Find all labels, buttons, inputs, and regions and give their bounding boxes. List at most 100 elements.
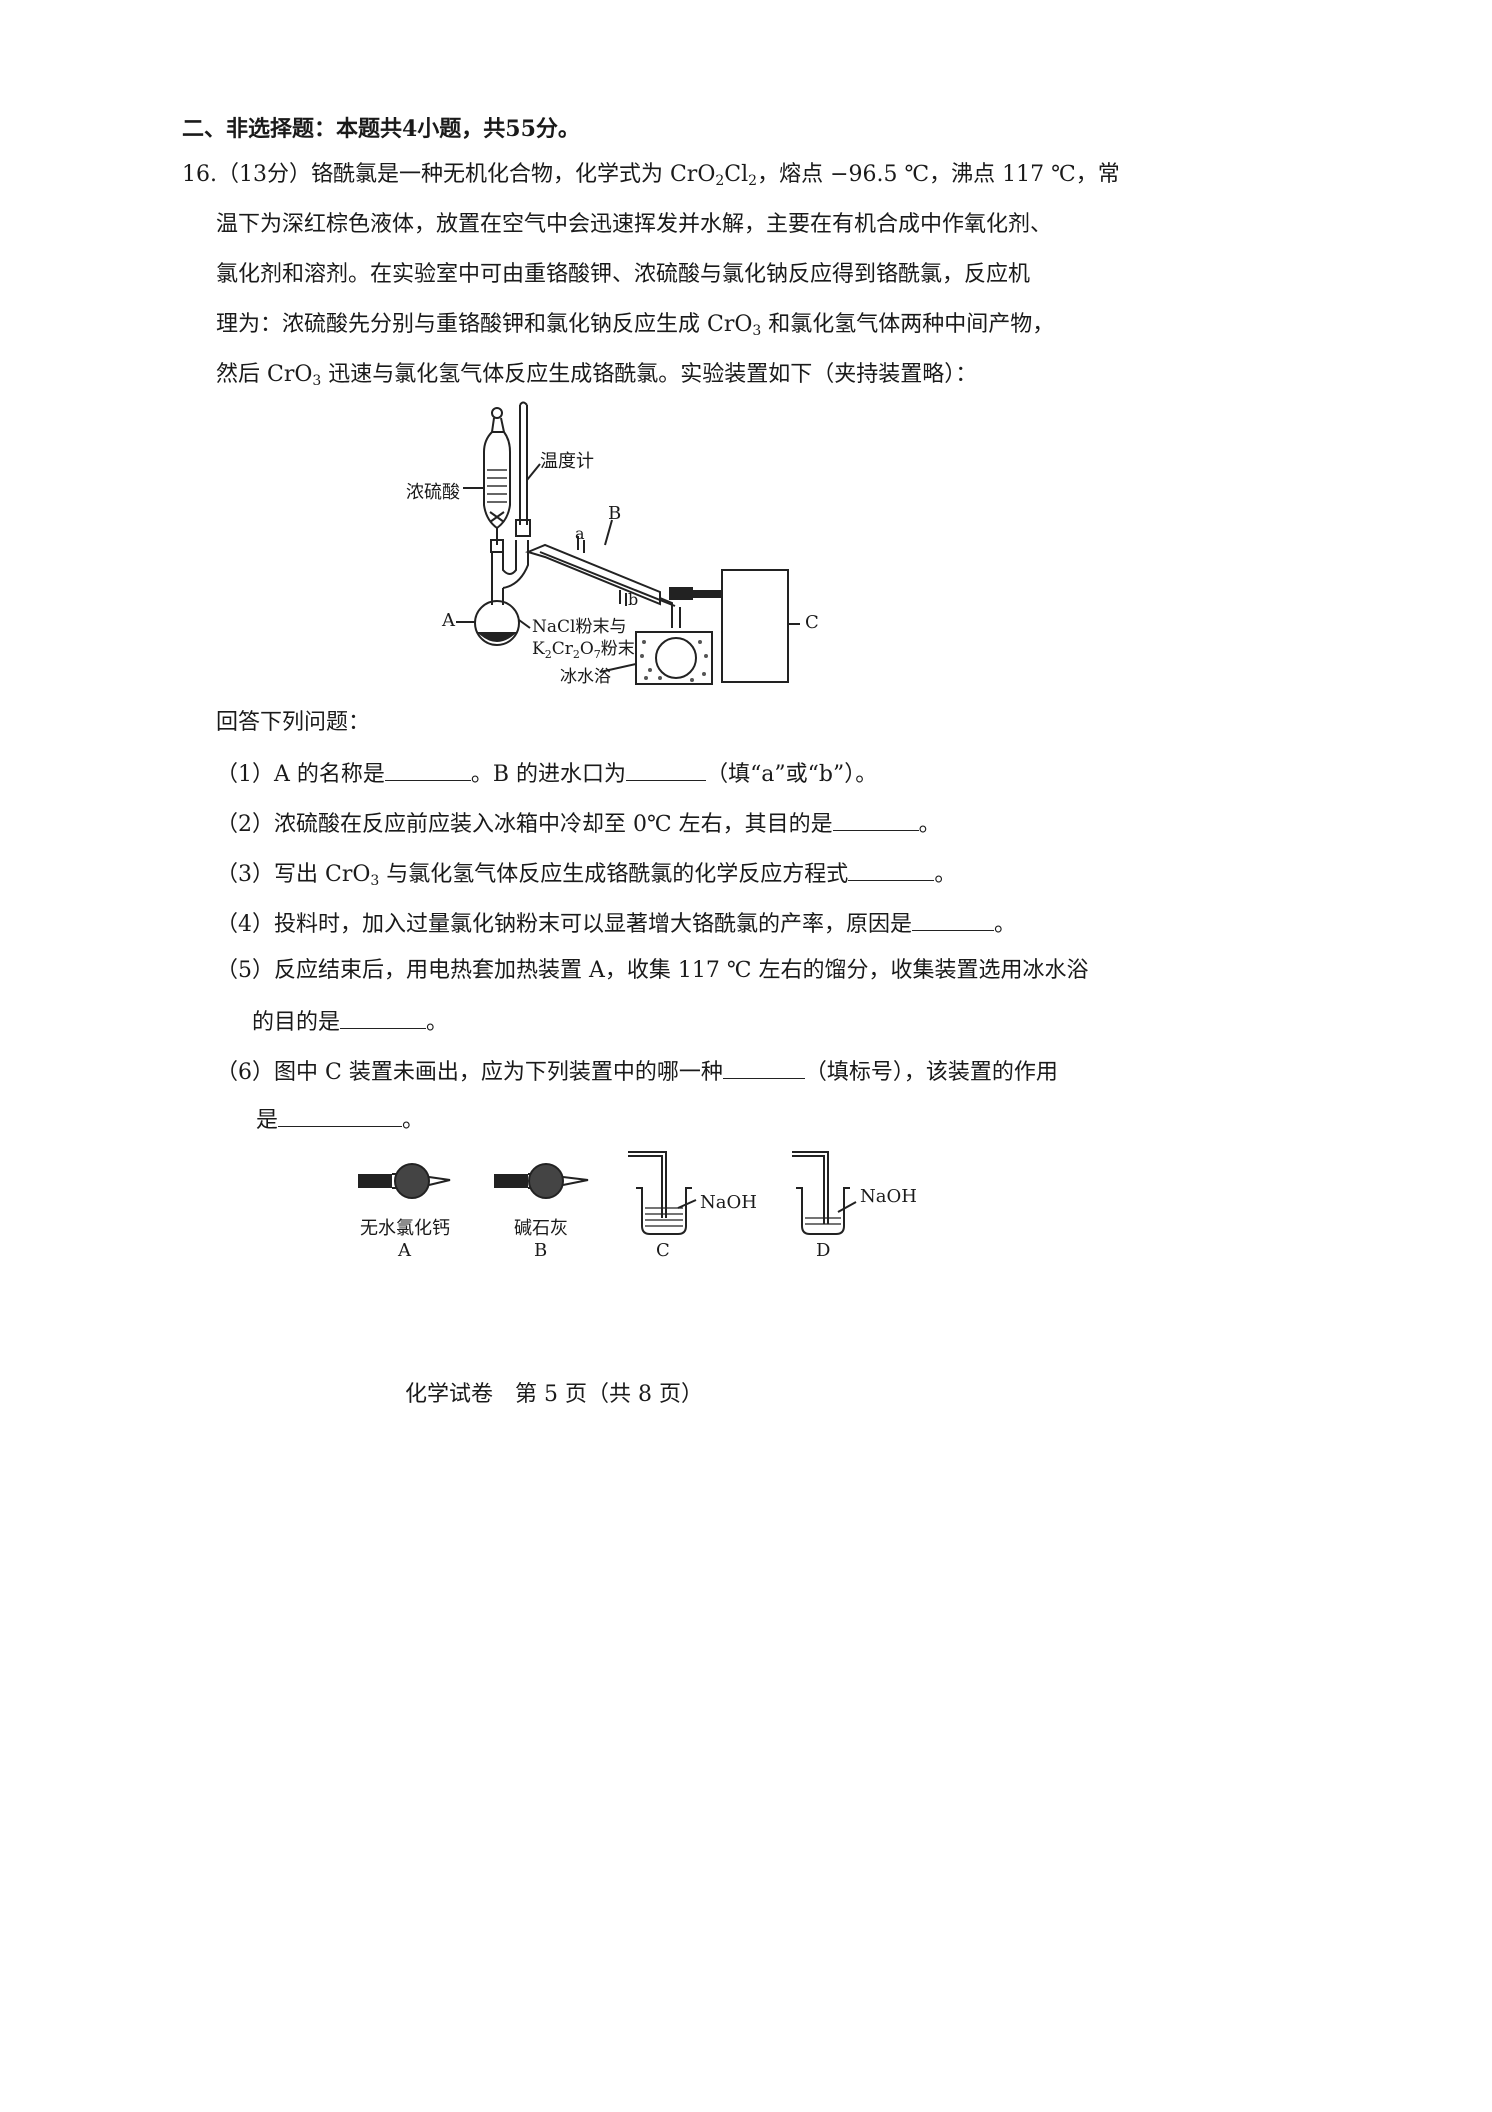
apparatus-diagram <box>456 401 800 685</box>
funnel-stopper <box>491 407 503 419</box>
answer-blank <box>722 1056 805 1079</box>
question-4-part-b: 。 <box>994 912 1017 937</box>
q16-line-5-part-a: 然后 CrO <box>216 362 313 387</box>
flask-a-solid <box>477 632 517 642</box>
option-c-beaker <box>628 1151 697 1235</box>
acid-liquid <box>487 469 507 503</box>
option-d-reagent: NaOH <box>860 1186 917 1207</box>
q16-line-1-part-c: ，熔点 −96.5 ℃，沸点 117 ℃，常 <box>757 162 1120 187</box>
q16-line-1: 16.（13分）铬酰氯是一种无机化合物，化学式为 CrO2Cl2，熔点 −96.… <box>182 160 1120 196</box>
question-1: （1）A 的名称是。B 的进水口为（填“a”或“b”）。 <box>216 758 877 790</box>
connector-tube-2 <box>692 590 722 598</box>
label-condenser-b: B <box>608 503 622 524</box>
question-6-part-d: 。 <box>402 1108 425 1133</box>
device-c-box <box>721 569 789 683</box>
connector-tube <box>669 587 693 600</box>
question-1-part-b: 。B 的进水口为 <box>470 762 627 787</box>
answer-blank <box>340 1006 427 1029</box>
question-6-continued: 是。 <box>256 1104 424 1136</box>
thermometer-joint <box>515 519 531 537</box>
subscript: 3 <box>312 373 322 389</box>
label-port-b: b <box>628 590 639 609</box>
label-thermometer: 温度计 <box>540 451 594 472</box>
q16-line-5-part-b: 迅速与氯化氢气体反应生成铬酰氯。实验装置如下（夹持装置略）： <box>321 362 978 387</box>
label-flask-a: A <box>442 610 455 631</box>
question-5-part-c: 。 <box>426 1010 449 1035</box>
question-6-part-c: 是 <box>256 1108 279 1133</box>
ice-bath <box>635 631 713 685</box>
question-5-part-b: 的目的是 <box>252 1010 341 1035</box>
receiving-flask <box>655 637 697 679</box>
question-4-part-a: （4）投料时，加入过量氯化钠粉末可以显著增大铬酰氯的产率，原因是 <box>216 912 912 937</box>
question-5: （5）反应结束后，用电热套加热装置 A，收集 117 ℃ 左右的馏分，收集装置选… <box>216 958 1089 983</box>
answer-blank <box>848 858 935 881</box>
q16-line-4-part-b: 和氯化氢气体两种中间产物， <box>761 312 1055 337</box>
q16-line-2: 温下为深红棕色液体，放置在空气中会迅速挥发并水解，主要在有机合成中作氧化剂、 <box>216 212 1053 237</box>
question-3: （3）写出 CrO3 与氯化氢气体反应生成铬酰氯的化学反应方程式 。 <box>216 858 956 896</box>
question-4: （4）投料时，加入过量氯化钠粉末可以显著增大铬酰氯的产率，原因是 。 <box>216 908 1016 940</box>
question-2-part-a: （2）浓硫酸在反应前应装入冰箱中冷却至 0℃ 左右，其目的是 <box>216 812 833 837</box>
subscript: 2 <box>544 648 552 661</box>
answer-blank <box>278 1104 403 1127</box>
question-6: （6）图中 C 装置未画出，应为下列装置中的哪一种 （填标号），该装置的作用 <box>216 1056 1058 1088</box>
option-d-beaker <box>792 1151 857 1235</box>
section-title: 二、非选择题：本题共4小题，共55分。 <box>182 116 580 142</box>
answer-blank <box>384 758 471 781</box>
label-k2cr2o7-part-c: O <box>579 639 594 659</box>
q16-line-4-part-a: 理为：浓硫酸先分别与重铬酸钾和氯化钠反应生成 CrO <box>216 312 753 337</box>
question-1-part-a: （1）A 的名称是 <box>216 762 385 787</box>
answer-prompt: 回答下列问题： <box>216 710 371 735</box>
question-3-part-b: 与氯化氢气体反应生成铬酰氯的化学反应方程式 <box>379 862 849 887</box>
option-a-drying-tube <box>358 1163 451 1199</box>
label-conc-sulfuric-acid: 浓硫酸 <box>406 482 460 503</box>
thermometer-tube <box>519 401 528 525</box>
question-2-part-b: 。 <box>918 812 941 837</box>
adapter <box>491 540 529 589</box>
option-b-drying-tube <box>494 1163 589 1199</box>
subscript: 2 <box>715 173 725 189</box>
label-nacl: NaCl粉末与 <box>532 617 627 637</box>
option-a-letter: A <box>398 1240 411 1261</box>
option-c-reagent: NaOH <box>700 1192 757 1213</box>
page-footer: 化学试卷 第 5 页（共 8 页） <box>405 1382 703 1407</box>
question-6-part-a: （6）图中 C 装置未画出，应为下列装置中的哪一种 <box>216 1060 723 1085</box>
funnel-joint <box>490 539 504 553</box>
funnel-neck <box>490 417 506 433</box>
ice-pattern <box>640 640 708 682</box>
q16-line-1-part-b: Cl <box>724 162 749 187</box>
condenser-inner <box>539 551 676 607</box>
condenser-port-a <box>577 536 585 553</box>
label-k2cr2o7-part-b: Cr <box>551 639 573 659</box>
question-3-part-c: 。 <box>934 862 957 887</box>
answer-blank <box>626 758 707 781</box>
label-device-c: C <box>805 612 819 633</box>
question-6-part-b: （填标号），该装置的作用 <box>804 1060 1058 1085</box>
label-port-a: a <box>575 524 585 543</box>
subscript: 3 <box>752 323 762 339</box>
option-a-caption: 无水氯化钙 <box>360 1218 450 1239</box>
leader-nacl <box>518 619 531 629</box>
subscript: 7 <box>593 648 601 661</box>
label-ice-bath: 冰水浴 <box>560 667 611 687</box>
question-5-continued: 的目的是 。 <box>252 1006 448 1038</box>
question-2: （2）浓硫酸在反应前应装入冰箱中冷却至 0℃ 左右，其目的是 。 <box>216 808 941 840</box>
label-k2cr2o7-part-a: K <box>532 639 545 659</box>
delivery-adapter <box>659 597 681 628</box>
options-diagram <box>358 1151 857 1235</box>
answer-blank <box>832 808 919 831</box>
option-c-letter: C <box>656 1240 670 1261</box>
q16-line-4: 理为：浓硫酸先分别与重铬酸钾和氯化钠反应生成 CrO3 和氯化氢气体两种中间产物… <box>216 310 1054 346</box>
q16-line-1-part-a: 16.（13分）铬酰氯是一种无机化合物，化学式为 CrO <box>182 162 716 187</box>
option-b-letter: B <box>534 1240 548 1261</box>
leader-b <box>604 519 613 546</box>
label-k2cr2o7-part-d: 粉末 <box>600 639 635 659</box>
q16-line-5: 然后 CrO3 迅速与氯化氢气体反应生成铬酰氯。实验装置如下（夹持装置略）： <box>216 360 977 396</box>
q16-line-3: 氯化剂和溶剂。在实验室中可由重铬酸钾、浓硫酸与氯化钠反应得到铬酰氯，反应机 <box>216 262 1031 287</box>
subscript: 2 <box>572 648 580 661</box>
condenser-port-b <box>619 590 627 606</box>
question-3-part-a: （3）写出 CrO <box>216 862 371 887</box>
answer-blank <box>912 908 994 931</box>
leader-icebath <box>599 663 637 673</box>
option-d-letter: D <box>816 1240 831 1261</box>
subscript: 3 <box>370 873 380 889</box>
